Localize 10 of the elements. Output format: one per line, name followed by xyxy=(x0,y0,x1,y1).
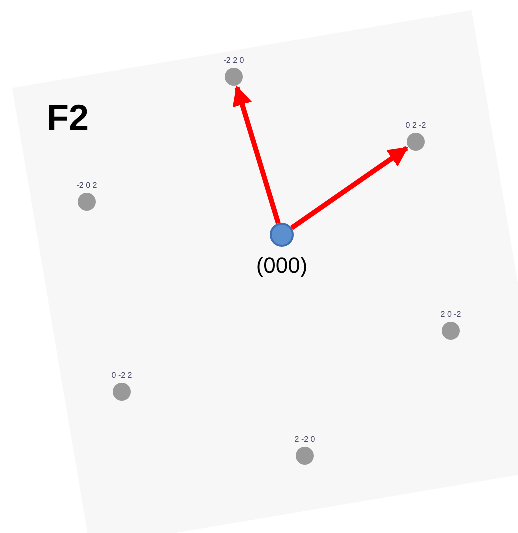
arrow xyxy=(290,146,409,230)
figure-title: F2 xyxy=(47,100,90,136)
spot-index-label: 2 -2 0 xyxy=(294,436,316,444)
spot-index-label: 0 2 -2 xyxy=(404,122,428,130)
spot-index-label: -2 2 0 xyxy=(222,57,246,65)
spot-index-label: 0 -2 2 xyxy=(110,372,134,380)
origin-label: (000) xyxy=(255,255,309,277)
spot-index-label: 2 0 -2 xyxy=(440,311,462,319)
arrow xyxy=(232,86,281,224)
spot-index-label: -2 0 2 xyxy=(76,182,98,190)
